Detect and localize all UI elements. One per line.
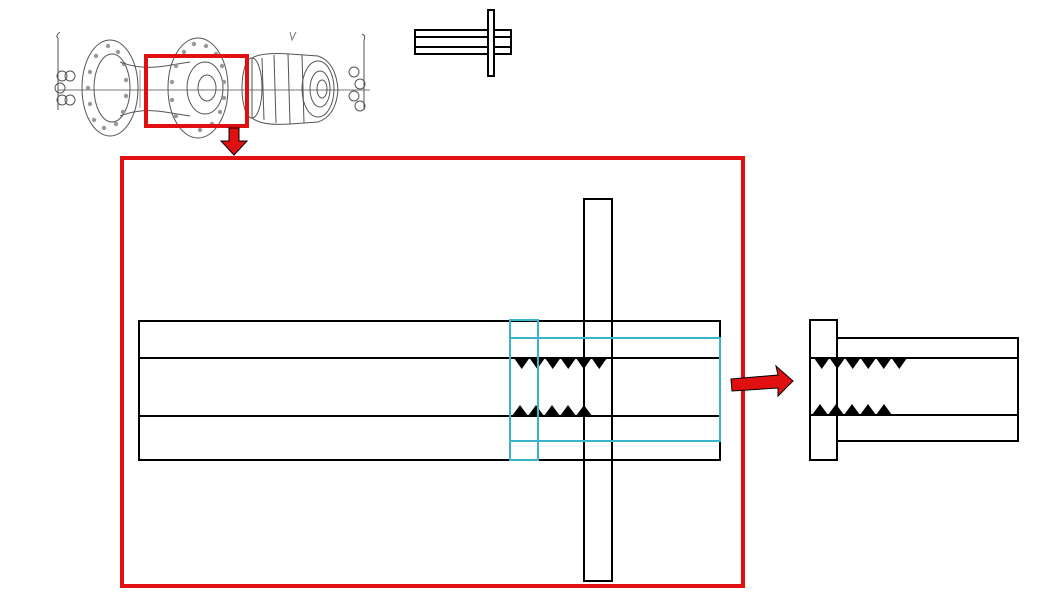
thread-teeth-lower [512,405,592,416]
small-schematic [414,9,512,77]
axle-body [138,320,721,461]
down-arrow-icon [219,127,249,156]
right-flange [167,37,229,139]
left-flange [81,39,139,137]
detail-sleeve [809,337,1019,442]
main-cross-section [138,198,721,582]
small-schematic-axle [414,29,512,55]
highlight-box [144,54,249,128]
thread-tooth [844,404,860,415]
hub-illustration [54,31,370,139]
detail-thread-teeth-upper [814,358,907,369]
thread-tooth [860,358,876,369]
right-arrow-icon [730,364,794,398]
zoom-frame [120,156,745,588]
thread-tooth [512,405,528,416]
left-bearing-balls [54,70,76,106]
hub-barrel [119,61,191,117]
detail-part [809,319,1019,461]
thread-teeth-upper [514,358,607,369]
thread-tooth [814,358,830,369]
detail-thread-teeth-lower [812,404,892,415]
small-schematic-flange [487,9,495,77]
callout-threaded-sleeve [509,337,721,442]
thread-tooth [560,405,576,416]
thread-tooth [876,358,892,369]
thread-tooth [545,358,561,369]
thread-tooth [576,358,592,369]
flange-plate [583,198,613,582]
detail-lock-ring [809,319,838,461]
thread-tooth [528,405,544,416]
right-bracket [361,33,366,110]
thread-tooth [576,405,592,416]
thread-tooth [876,404,892,415]
freehub-body [241,53,339,125]
thread-tooth [514,358,530,369]
thread-tooth [591,358,607,369]
thread-tooth [560,358,576,369]
right-bearing-balls [348,66,366,112]
thread-tooth [828,404,844,415]
thread-tooth [544,405,560,416]
thread-tooth [812,404,828,415]
thread-tooth [829,358,845,369]
thread-tooth [845,358,861,369]
left-flange-holes [85,43,129,131]
thread-tooth [860,404,876,415]
left-bracket [56,31,61,110]
callout-lock-ring [509,319,539,461]
thread-tooth [891,358,907,369]
callout-outline [509,319,721,461]
